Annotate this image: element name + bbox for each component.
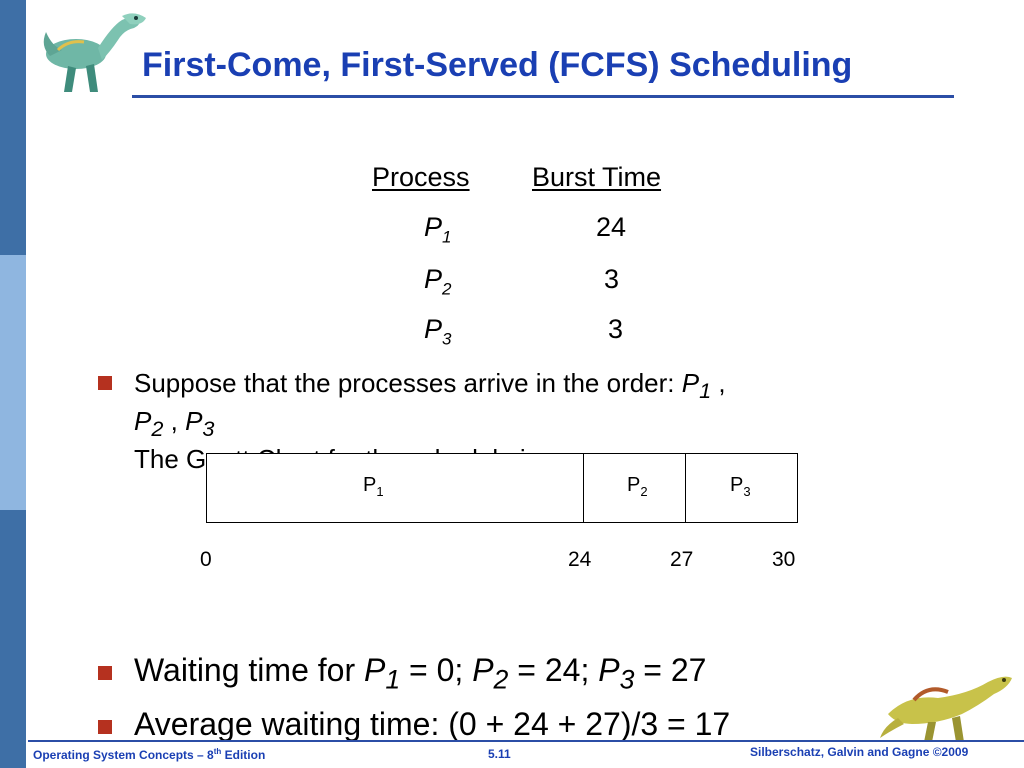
arrival-text: Suppose that the processes arrive in the… [134, 368, 682, 398]
process-name: P [363, 474, 377, 496]
table-header-process: Process [372, 162, 470, 192]
footer-text: Operating System Concepts – 8 [33, 748, 214, 762]
stripe-segment-middle [0, 255, 26, 510]
gantt-tick-label: 0 [200, 548, 212, 571]
process-name: P [424, 314, 443, 344]
process-name: P [424, 264, 443, 294]
bullet-text-average-waiting: Average waiting time: (0 + 24 + 27)/3 = … [134, 706, 731, 742]
gantt-divider [685, 454, 686, 522]
bullet-marker [98, 720, 112, 734]
process-name: P [185, 406, 203, 437]
table-row-burst: 3 [608, 314, 624, 344]
process-name: P [424, 212, 443, 242]
process-subscript: 2 [151, 416, 164, 442]
process-name: P [681, 368, 700, 398]
process-subscript: 2 [640, 484, 648, 499]
bullet-marker [98, 666, 112, 680]
process-subscript: 3 [442, 329, 452, 349]
process-subscript: 1 [376, 484, 384, 499]
left-stripe [0, 0, 26, 768]
process-subscript: 1 [385, 664, 401, 695]
slide-title: First-Come, First-Served (FCFS) Scheduli… [142, 46, 853, 84]
separator: , [711, 368, 726, 398]
separator: , [163, 406, 186, 437]
waiting-value: = 0; [400, 652, 473, 688]
gantt-segment-label: P3 [730, 474, 751, 499]
table-row-name: P3 [424, 314, 451, 349]
process-name: P [598, 652, 620, 688]
bullet-marker [98, 376, 112, 390]
process-name: P [134, 406, 152, 437]
gantt-tick-label: 27 [670, 548, 694, 571]
process-subscript: 3 [202, 416, 215, 442]
gantt-segment-label: P1 [363, 474, 384, 499]
bullet-text-waiting-time: Waiting time for P1 = 0; P2 = 24; P3 = 2… [134, 652, 706, 695]
dinosaur-footer-icon [880, 676, 1012, 742]
footer-copyright: Silberschatz, Galvin and Gagne ©2009 [750, 745, 969, 759]
process-subscript: 2 [442, 279, 452, 299]
process-subscript: 1 [442, 227, 452, 247]
title-divider [132, 95, 954, 98]
process-subscript: 1 [699, 378, 712, 404]
table-row-burst: 3 [604, 264, 620, 294]
dinosaur-logo-icon [43, 13, 146, 92]
page-number: 5.11 [488, 747, 511, 761]
process-name: P [730, 474, 744, 496]
footer-text: Edition [221, 748, 266, 762]
waiting-value: = 24; [508, 652, 599, 688]
footer-superscript: th [213, 747, 222, 756]
table-row-name: P2 [424, 264, 451, 299]
process-name: P [627, 474, 641, 496]
gantt-tick-label: 24 [568, 548, 592, 571]
waiting-value: = 27 [634, 652, 707, 688]
table-header-burst-time: Burst Time [532, 162, 662, 192]
process-subscript: 2 [493, 664, 509, 695]
gantt-chart: P1 P2 P3 [206, 453, 798, 523]
footer-book-title: Operating System Concepts – 8th Edition [33, 747, 265, 762]
stripe-segment-bottom [0, 510, 26, 768]
process-name: P [363, 652, 386, 688]
gantt-divider [583, 454, 584, 522]
footer-divider [28, 740, 1024, 742]
process-subscript: 3 [619, 664, 635, 695]
process-name: P [472, 652, 494, 688]
process-subscript: 3 [743, 484, 751, 499]
stripe-segment-top [0, 0, 26, 255]
waiting-text: Waiting time for [134, 652, 364, 688]
gantt-tick-label: 30 [772, 548, 796, 571]
table-row-burst: 24 [596, 212, 627, 242]
table-row-name: P1 [424, 212, 451, 247]
gantt-segment-label: P2 [627, 474, 648, 499]
